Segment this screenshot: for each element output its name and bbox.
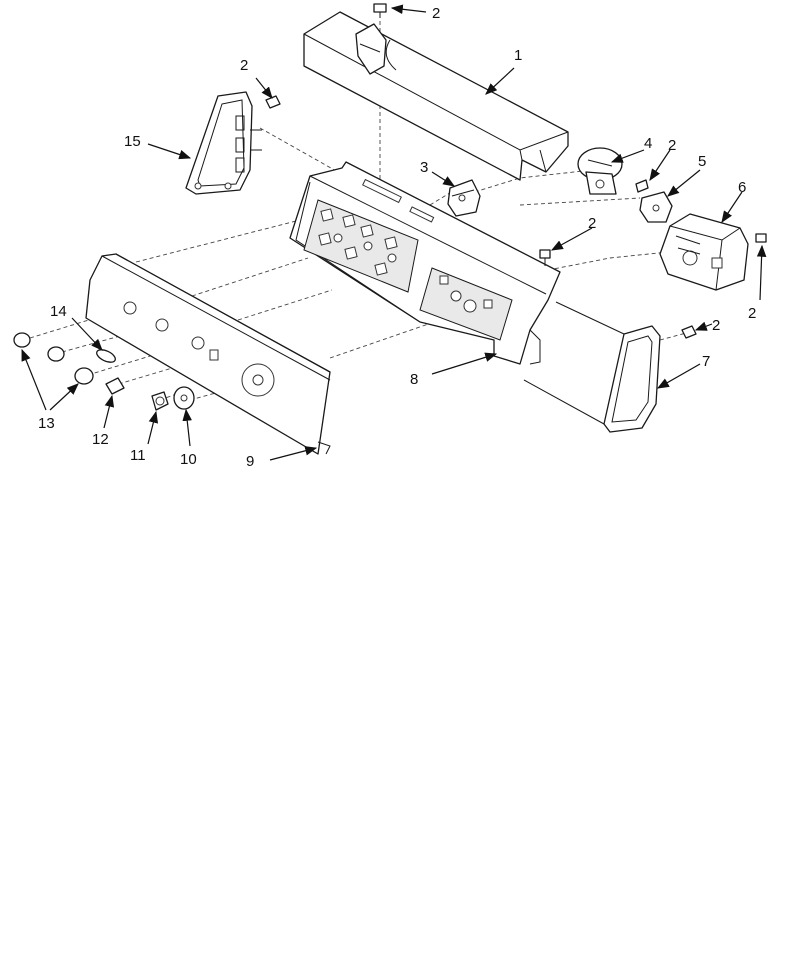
screw-top [373, 3, 387, 18]
screw-right-far [755, 233, 767, 243]
part-1-top-cover [303, 11, 569, 181]
part-15-left-end-cap [185, 91, 262, 195]
callout-11: 11 [130, 447, 146, 464]
callout-2-far-right: 2 [748, 305, 756, 322]
part-14-knob-insert [96, 349, 116, 363]
callout-15: 15 [124, 133, 141, 150]
callout-4: 4 [644, 135, 652, 152]
part-6-timer [659, 213, 749, 291]
callout-1: 1 [514, 47, 522, 64]
part-12-button [105, 377, 125, 395]
screw-parts [265, 3, 767, 339]
part-3-switch [447, 179, 481, 217]
callout-9: 9 [246, 453, 254, 470]
callout-2-lower-right: 2 [712, 317, 720, 334]
callout-2-upper-right: 2 [668, 137, 676, 154]
callout-13: 13 [38, 415, 55, 432]
callout-8: 8 [410, 371, 418, 388]
part-13-knobs [13, 332, 94, 385]
callout-2-top: 2 [432, 5, 440, 22]
callout-5: 5 [698, 153, 706, 170]
part-10-dial [173, 386, 195, 410]
callout-2-center: 2 [588, 215, 596, 232]
callout-labels: 2 1 2 15 3 4 2 5 6 2 2 2 7 8 9 10 11 12 … [38, 5, 756, 470]
callout-10: 10 [180, 451, 197, 468]
callout-2-left: 2 [240, 57, 248, 74]
leader-lines [21, 4, 767, 461]
callout-12: 12 [92, 431, 109, 448]
callout-7: 7 [702, 353, 710, 370]
callout-6: 6 [738, 179, 746, 196]
screw-left [265, 95, 281, 109]
part-7-right-end-cap [523, 301, 661, 433]
part-4-control [577, 147, 623, 195]
part-5-switch [639, 191, 673, 223]
part-8-panel-bracket [289, 161, 561, 365]
callout-14: 14 [50, 303, 67, 320]
screw-center [539, 249, 551, 266]
part-9-front-console [85, 253, 331, 455]
screw-right-lower [681, 325, 697, 339]
part-11-selector-knob [151, 391, 169, 411]
screw-right-upper [635, 179, 649, 193]
callout-3: 3 [420, 159, 428, 176]
